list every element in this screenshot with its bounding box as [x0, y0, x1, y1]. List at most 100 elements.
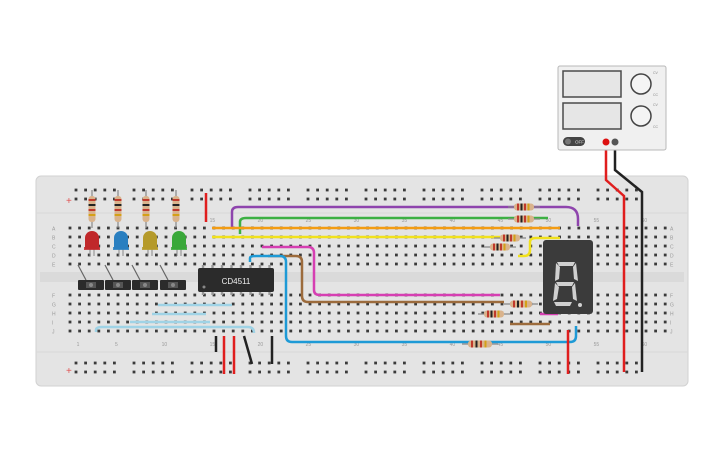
- hole: [519, 197, 522, 201]
- hole: [97, 293, 101, 297]
- hole: [587, 226, 590, 230]
- hole: [337, 244, 341, 248]
- terminal-negative[interactable]: [611, 138, 619, 146]
- resistor-seg-4[interactable]: [484, 243, 516, 251]
- hole: [480, 197, 484, 201]
- resistor-seg-7[interactable]: [462, 340, 498, 348]
- hole: [414, 311, 417, 315]
- resistor-seg-5[interactable]: [504, 300, 538, 308]
- hole: [135, 235, 139, 239]
- hole: [414, 253, 417, 257]
- hole: [270, 311, 273, 315]
- voltage-knob-bottom[interactable]: [630, 105, 652, 127]
- led-3[interactable]: [142, 231, 158, 256]
- leds[interactable]: [84, 231, 187, 256]
- hole: [222, 293, 225, 297]
- hole: [78, 262, 81, 266]
- hole: [337, 262, 341, 266]
- wires[interactable]: [94, 142, 644, 374]
- hole: [107, 244, 110, 248]
- hole: [103, 370, 107, 374]
- hole: [471, 329, 475, 333]
- resistors[interactable]: [88, 190, 541, 348]
- hole: [337, 302, 341, 306]
- hole: [203, 235, 206, 239]
- hole: [366, 329, 369, 333]
- hole: [103, 361, 107, 365]
- row-letter-left: G: [52, 303, 56, 309]
- hole: [635, 293, 638, 297]
- hole: [132, 370, 136, 374]
- hole: [635, 188, 638, 192]
- hole: [327, 320, 331, 324]
- hole: [219, 188, 223, 192]
- terminal-positive[interactable]: [602, 138, 610, 146]
- hole: [337, 329, 341, 333]
- column-number-top: 25: [306, 218, 312, 224]
- resistor-seg-1[interactable]: [508, 203, 540, 211]
- hole: [241, 244, 245, 248]
- led-resistor-4[interactable]: [172, 190, 180, 228]
- hole: [219, 197, 223, 201]
- row-letter-right: E: [670, 263, 674, 269]
- seven-segment-display[interactable]: [543, 240, 593, 314]
- column-number: 60: [642, 342, 648, 348]
- voltage-knob-top[interactable]: [630, 73, 652, 95]
- hole: [538, 197, 542, 201]
- hole: [663, 329, 667, 333]
- hole: [287, 361, 290, 365]
- resistor-seg-6[interactable]: [478, 310, 510, 318]
- hole: [97, 262, 101, 266]
- chip-label: CD4511: [222, 277, 251, 286]
- hole: [347, 302, 350, 306]
- push-button-2[interactable]: [104, 264, 131, 290]
- knob-label-3: CV: [653, 103, 659, 107]
- hole: [203, 226, 206, 230]
- hole: [500, 302, 504, 306]
- hole: [663, 311, 667, 315]
- hole: [190, 188, 194, 192]
- hole: [78, 302, 81, 306]
- hole: [356, 311, 360, 315]
- hole: [107, 226, 110, 230]
- hole: [161, 370, 165, 374]
- ic-chip[interactable]: CD4511: [198, 265, 274, 295]
- hole: [404, 262, 408, 266]
- hole: [393, 188, 397, 192]
- push-buttons[interactable]: [77, 264, 186, 290]
- push-button-4[interactable]: [159, 264, 186, 290]
- hole: [103, 197, 107, 201]
- hole: [548, 197, 551, 201]
- led-resistor-3[interactable]: [142, 190, 150, 228]
- hole: [606, 244, 609, 248]
- hole: [596, 226, 600, 230]
- hole: [557, 370, 561, 374]
- led-resistor-1[interactable]: [88, 190, 96, 228]
- row-letter-left: E: [52, 263, 56, 269]
- hole: [625, 262, 629, 266]
- column-number: 10: [162, 342, 168, 348]
- column-number-top: 30: [354, 218, 360, 224]
- hole: [306, 188, 310, 192]
- push-button-1[interactable]: [77, 264, 104, 290]
- resistor-seg-3[interactable]: [494, 234, 526, 242]
- hole: [200, 197, 203, 201]
- power-supply[interactable]: CV CC CV CC OFF: [557, 65, 667, 151]
- hole: [471, 311, 475, 315]
- hole: [423, 262, 427, 266]
- led-resistor-2[interactable]: [114, 190, 122, 228]
- hole: [557, 361, 561, 365]
- hole: [539, 329, 542, 333]
- hole: [383, 370, 387, 374]
- hole: [422, 370, 426, 374]
- hole: [500, 293, 504, 297]
- led-4[interactable]: [171, 231, 187, 256]
- hole: [654, 262, 657, 266]
- hole: [663, 302, 667, 306]
- hole: [84, 370, 87, 374]
- led-2[interactable]: [113, 231, 129, 256]
- push-button-3[interactable]: [131, 264, 158, 290]
- resistor-seg-2[interactable]: [508, 215, 540, 223]
- led-1[interactable]: [84, 231, 100, 256]
- hole: [260, 262, 264, 266]
